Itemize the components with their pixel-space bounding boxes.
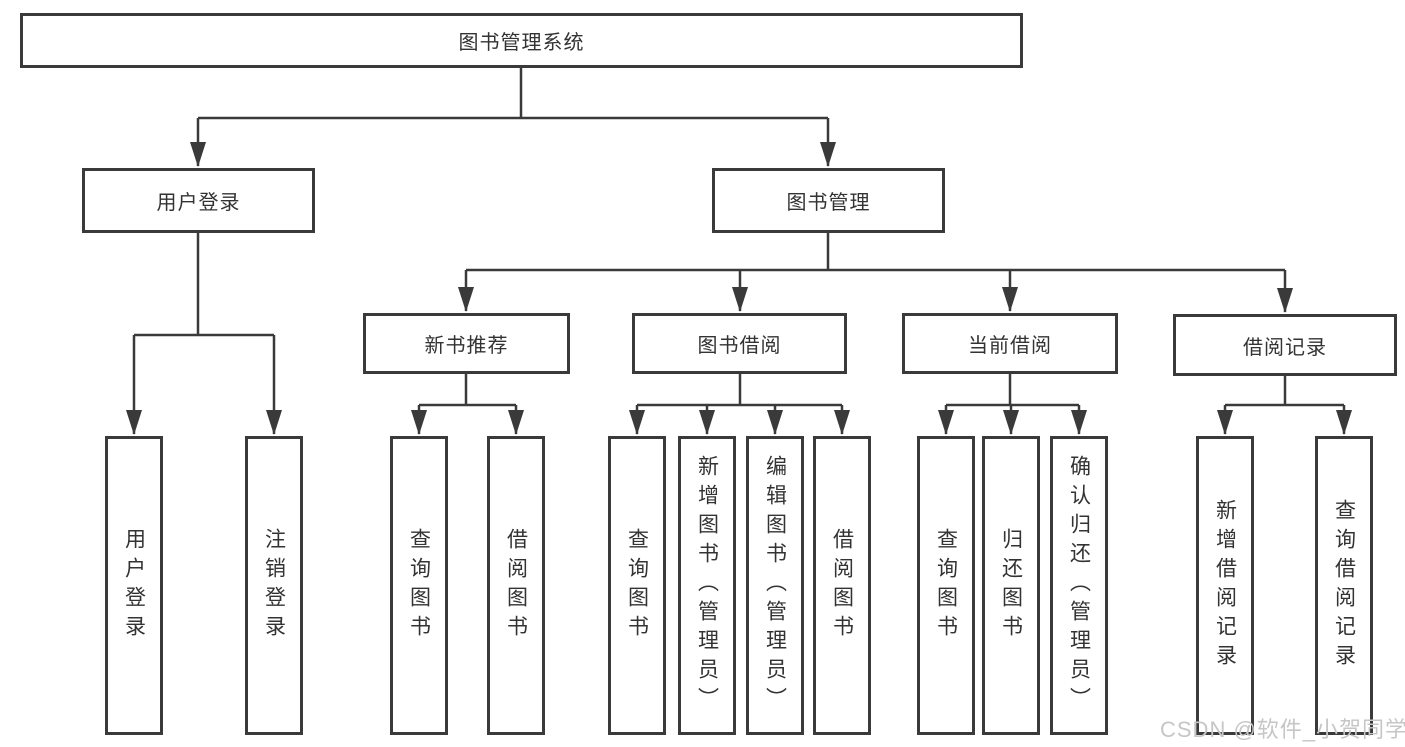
node-label: 归还图书 [999,527,1023,644]
node-root-system: 图书管理系统 [20,13,1023,68]
arrowhead [1217,410,1233,435]
arrowheads [126,142,1352,435]
node-user-login: 用户登录 [82,168,315,233]
leaf-borrow-books-recommend: 借阅图书 [487,436,545,735]
edge-newbook-to-leaves [417,374,518,434]
leaf-query-books-recommend: 查询图书 [390,436,448,735]
arrowhead [699,410,715,435]
leaf-add-borrow-record: 新增借阅记录 [1196,436,1254,735]
node-label: 图书借阅 [697,335,782,357]
node-label: 借阅图书 [504,527,528,644]
node-label: 确认归还（管理员） [1067,455,1091,716]
arrowhead [938,410,954,435]
leaf-edit-books-admin: 编辑图书（管理员） [746,436,804,735]
arrowhead [411,410,427,435]
arrowhead [834,410,850,435]
arrowhead [1071,410,1087,435]
node-label: 图书管理系统 [458,32,585,54]
node-label: 查询图书 [934,527,958,644]
node-new-book-recommend: 新书推荐 [363,313,570,374]
node-label: 用户登录 [156,192,241,214]
node-book-borrowing: 图书借阅 [632,313,847,374]
arrowhead [190,142,206,167]
leaf-query-books-current: 查询图书 [917,436,975,735]
arrowhead [508,410,524,435]
arrowhead [1277,288,1293,313]
node-label: 用户登录 [122,527,146,644]
arrowhead [820,142,836,167]
edge-bookmgmt-to-level3 [464,233,1287,312]
node-label: 查询借阅记录 [1332,498,1356,673]
node-label: 借阅记录 [1243,336,1327,359]
edge-records-to-leaves [1223,376,1346,434]
leaf-borrow-books: 借阅图书 [813,436,871,735]
node-label: 注销登录 [262,527,286,644]
arrowhead [1002,287,1018,312]
edge-root-to-level2 [196,68,830,166]
node-label: 新增借阅记录 [1213,498,1237,673]
leaf-query-borrow-record: 查询借阅记录 [1315,436,1373,735]
node-book-management: 图书管理 [712,168,945,233]
arrowhead [732,287,748,312]
leaf-logout: 注销登录 [245,436,303,735]
arrowhead [126,410,142,435]
edge-borrow-to-leaves [635,374,844,434]
leaf-query-books-borrow: 查询图书 [608,436,666,735]
arrowhead [629,410,645,435]
node-label: 查询图书 [407,527,431,644]
leaf-user-login: 用户登录 [105,436,163,735]
edge-userlogin-to-leaves [132,233,276,434]
arrowhead [1003,410,1019,435]
arrowhead [266,410,282,435]
node-label: 借阅图书 [830,527,854,644]
leaf-add-books-admin: 新增图书（管理员） [678,436,736,735]
node-label: 新书推荐 [424,335,509,357]
node-label: 当前借阅 [968,335,1052,357]
leaf-return-books: 归还图书 [982,436,1040,735]
node-label: 图书管理 [786,192,871,214]
node-borrowing-records: 借阅记录 [1173,314,1397,376]
arrowhead [1336,410,1352,435]
node-label: 新增图书（管理员） [695,455,719,716]
arrowhead [458,287,474,312]
node-label: 查询图书 [625,527,649,644]
leaf-confirm-return-admin: 确认归还（管理员） [1050,436,1108,735]
arrowhead [767,410,783,435]
node-label: 编辑图书（管理员） [763,455,787,716]
watermark: CSDN @软件_小贺同学 [1160,717,1405,742]
node-current-borrowing: 当前借阅 [902,313,1118,374]
